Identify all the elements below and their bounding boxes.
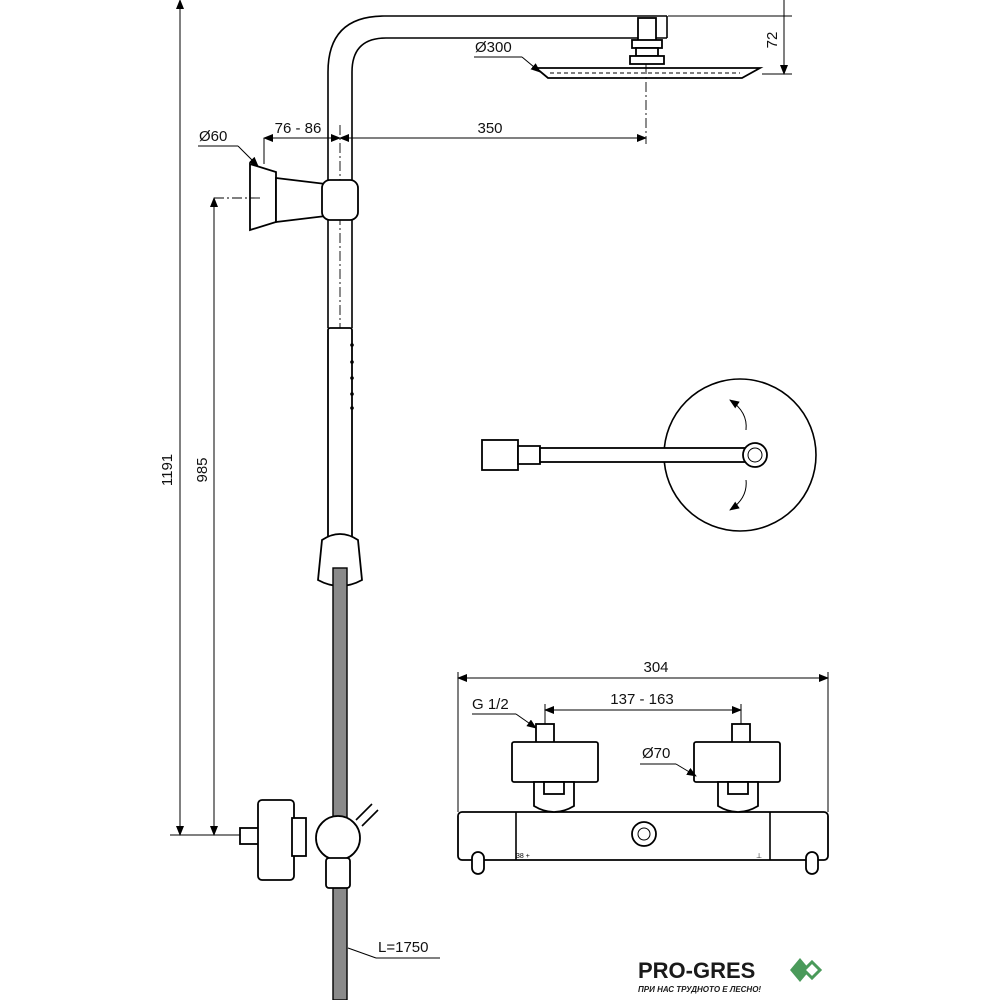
inlet-thread-label: G 1/2 bbox=[472, 696, 509, 713]
logo-brand: PRO-GRES bbox=[638, 958, 755, 983]
hand-shower-holder bbox=[214, 162, 359, 232]
mixer-width-label: 304 bbox=[643, 659, 668, 676]
bottom-valve bbox=[239, 799, 379, 889]
thermostat-mixer: 38 + ⊥ bbox=[457, 723, 829, 875]
logo-tagline: ПРИ НАС ТРУДНОТО Е ЛЕСНО! bbox=[638, 985, 761, 994]
holder-diameter-label: Ø60 bbox=[199, 128, 227, 145]
svg-text:⊥: ⊥ bbox=[756, 853, 762, 860]
hand-shower bbox=[317, 327, 363, 587]
pro-gres-logo: PRO-GRES ПРИ НАС ТРУДНОТО Е ЛЕСНО! bbox=[638, 958, 823, 994]
head-drop-label: 72 bbox=[764, 32, 781, 49]
total-height-label: 1191 bbox=[159, 454, 176, 486]
shower-hose bbox=[332, 567, 348, 1000]
head-diameter-label: Ø300 bbox=[475, 39, 512, 56]
inlet-spacing-label: 137 - 163 bbox=[610, 691, 673, 708]
holder-offset-label: 76 - 86 bbox=[275, 120, 322, 137]
arm-length-label: 350 bbox=[477, 120, 502, 137]
shower-column bbox=[327, 15, 764, 328]
svg-text:38 +: 38 + bbox=[516, 853, 530, 860]
hose-length-label: L=1750 bbox=[378, 939, 428, 956]
holder-height-label: 985 bbox=[194, 457, 211, 482]
escutcheon-diameter-label: Ø70 bbox=[642, 745, 670, 762]
head-top-view bbox=[481, 378, 817, 532]
diamond-icon bbox=[790, 958, 823, 982]
